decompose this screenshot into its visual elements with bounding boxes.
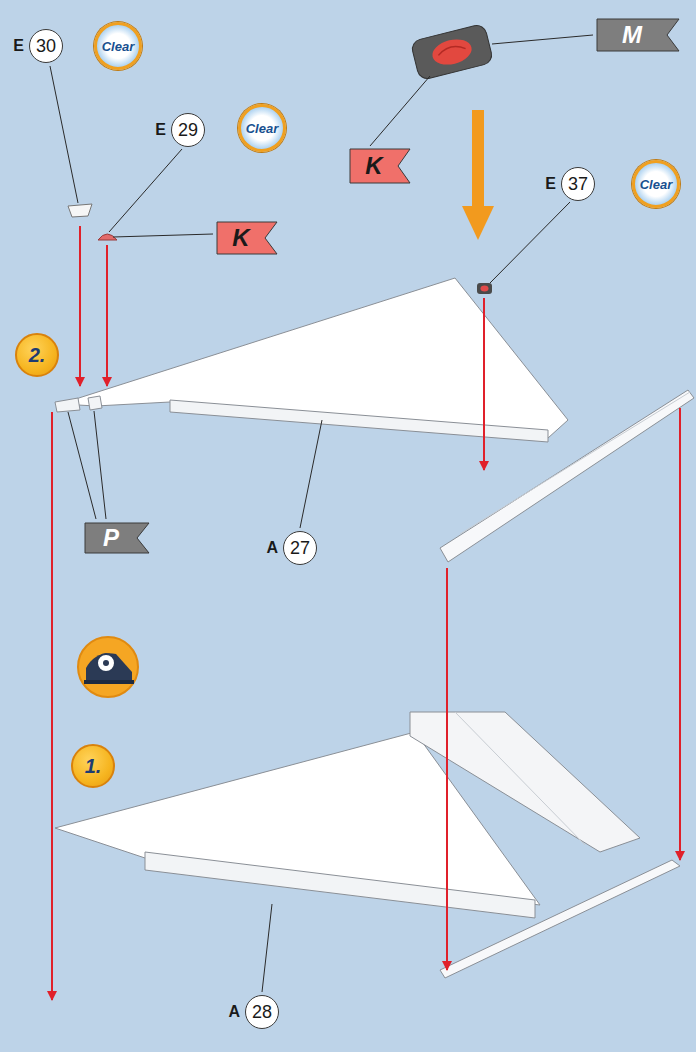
paint-flag: K xyxy=(216,221,278,255)
step-number: 1. xyxy=(85,756,102,776)
clear-part-e37 xyxy=(477,283,492,294)
callout-circle: 28 xyxy=(245,995,279,1029)
paint-flag: M xyxy=(596,18,680,52)
callout-circle: 29 xyxy=(171,113,205,147)
step-badge: 2. xyxy=(15,333,59,377)
clear-part-badge: Clear xyxy=(94,22,142,70)
step-badge: 1. xyxy=(71,744,115,788)
sprue-letter: A xyxy=(266,540,278,556)
part-callout: A 28 xyxy=(228,995,279,1029)
upper-wing-part xyxy=(55,278,694,562)
step-number: 2. xyxy=(29,345,46,365)
flag-body xyxy=(350,149,410,183)
callout-number: 37 xyxy=(568,175,588,193)
flag-body xyxy=(85,523,149,553)
sprue-letter: E xyxy=(13,38,24,54)
callout-number: 29 xyxy=(178,121,198,139)
tape-icon xyxy=(78,637,138,697)
paint-code: K xyxy=(365,154,382,178)
callout-circle: 37 xyxy=(561,167,595,201)
callout-circle: 30 xyxy=(29,29,63,63)
clear-part-badge: Clear xyxy=(238,104,286,152)
paint-code: P xyxy=(103,526,119,550)
orange-placement-arrow xyxy=(462,110,494,240)
flag-body xyxy=(597,19,679,51)
part-callout: A 27 xyxy=(266,531,317,565)
clear-part-e30 xyxy=(68,204,92,217)
part-callout: E 30 xyxy=(13,29,63,63)
clear-part-badge: Clear xyxy=(632,160,680,208)
assembly-arrows xyxy=(52,226,680,1000)
clear-label: Clear xyxy=(640,178,673,191)
callout-number: 28 xyxy=(252,1003,272,1021)
callout-number: 30 xyxy=(36,37,56,55)
paint-flag: K xyxy=(349,148,411,184)
sprue-letter: A xyxy=(228,1004,240,1020)
clear-label: Clear xyxy=(246,122,279,135)
sprue-letter: E xyxy=(545,176,556,192)
painted-light-detail xyxy=(410,23,493,80)
flag-body xyxy=(217,222,277,254)
sprue-letter: E xyxy=(155,122,166,138)
part-callout: E 37 xyxy=(545,167,595,201)
paint-code: M xyxy=(622,23,642,47)
paint-flag: P xyxy=(84,522,150,554)
leader-lines xyxy=(50,35,593,992)
lower-wing-part xyxy=(55,712,680,978)
part-callout: E 29 xyxy=(155,113,205,147)
paint-code: K xyxy=(232,226,249,250)
clear-label: Clear xyxy=(102,40,135,53)
callout-number: 27 xyxy=(290,539,310,557)
callout-circle: 27 xyxy=(283,531,317,565)
